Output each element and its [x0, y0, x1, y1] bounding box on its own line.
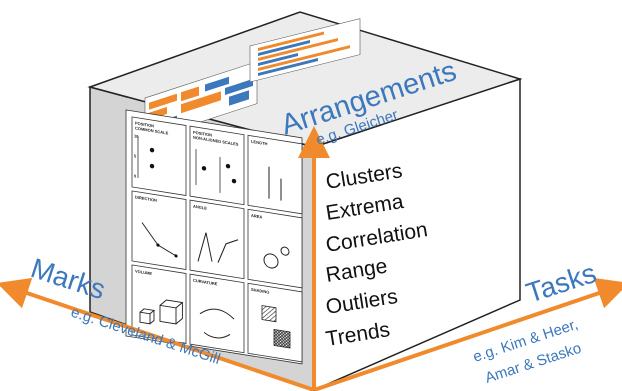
tasks-axis-arrow	[313, 278, 622, 391]
direction-lines-icon	[141, 222, 178, 258]
dot-scale-icon: 10 5 0	[134, 133, 155, 179]
scale-tick-label: 10	[134, 133, 139, 139]
scale-tick-label: 0	[134, 173, 137, 178]
marks-grid-cell: LENGTH	[247, 134, 303, 215]
marks-axis-arrow	[0, 277, 315, 391]
marks-grid-cell: CURVATURE	[189, 273, 245, 354]
marks-cell-label: VOLUME	[135, 268, 152, 276]
marks-cell-label-2: COMMON SCALE	[135, 125, 169, 135]
marks-grid-cell: AREA	[247, 208, 303, 289]
marks-cell-frame	[247, 208, 303, 289]
marks-cell-label: AREA	[251, 213, 262, 220]
marks-cell-frame	[131, 116, 187, 196]
volume-cubes-icon	[139, 299, 184, 325]
length-lines-icon	[268, 166, 282, 201]
area-circles-icon	[263, 246, 290, 269]
marks-cell-label: SHADING	[251, 287, 269, 295]
marks-cell-label: ANGLE	[193, 204, 207, 211]
marks-cell-label: POSITION	[193, 130, 212, 138]
marks-cell-frame	[131, 190, 187, 270]
marks-cell-frame	[247, 282, 303, 363]
marks-grid-cell: VOLUME	[131, 264, 187, 344]
shading-squares-icon	[261, 305, 291, 349]
dot-multi-scale-icon	[195, 149, 237, 193]
marks-grid-cell: ANGLE	[189, 199, 245, 280]
marks-cell-label: DIRECTION	[135, 194, 157, 202]
scale-tick-label: 5	[134, 153, 137, 158]
marks-cell-frame	[189, 273, 245, 354]
marks-cell-label: LENGTH	[251, 139, 268, 147]
angle-lines-icon	[197, 232, 239, 263]
marks-grid-cell: DIRECTION	[131, 190, 187, 270]
marks-cell-label: POSITION	[135, 120, 154, 128]
curvature-arcs-icon	[199, 308, 235, 339]
marks-grid-cell: SHADING	[247, 282, 303, 363]
marks-cell-frame	[189, 125, 245, 206]
arrangement-chart-right	[249, 18, 361, 83]
marks-cell-frame	[247, 134, 303, 215]
tasks-label: Tasks	[522, 257, 600, 309]
marks-cell-frame	[189, 199, 245, 280]
marks-cell-label: CURVATURE	[193, 278, 218, 287]
